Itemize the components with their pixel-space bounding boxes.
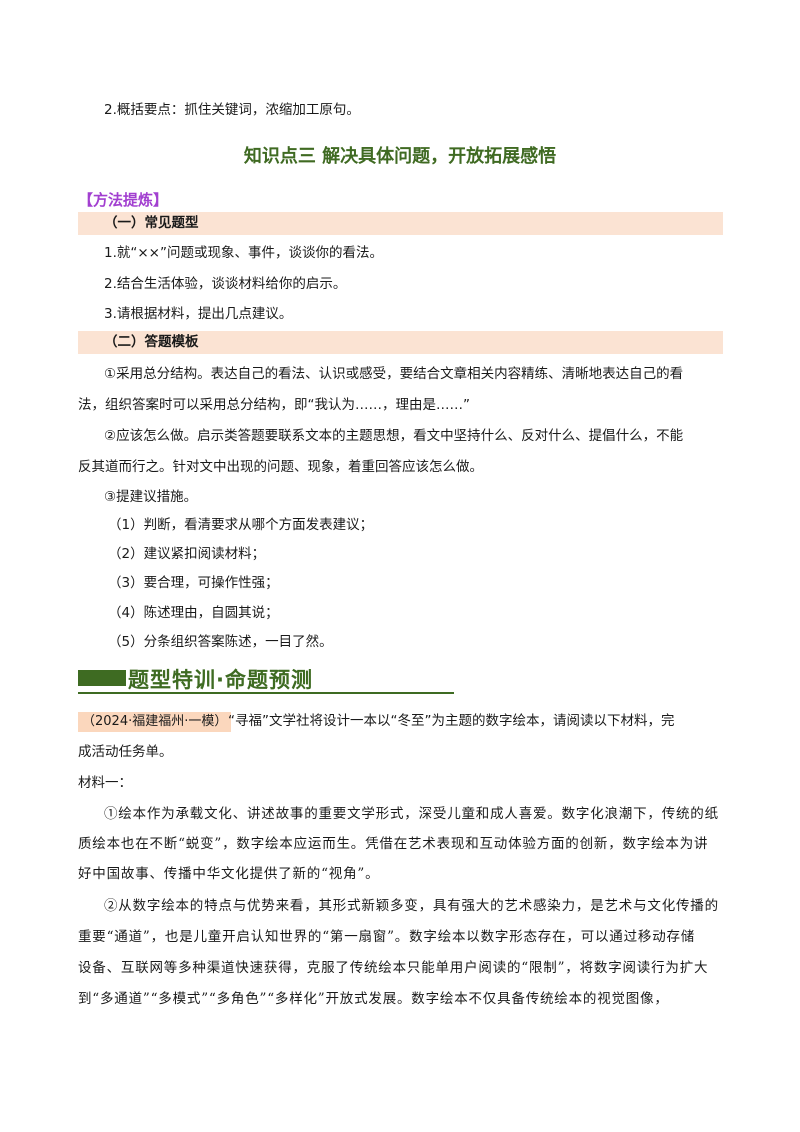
common-type-item: 3.请根据材料，提出几点建议。 bbox=[104, 306, 293, 322]
template-step: （3）要合理，可操作性强； bbox=[108, 575, 279, 591]
previous-point-text: 2.概括要点：抓住关键词，浓缩加工原句。 bbox=[104, 102, 360, 118]
common-types-band bbox=[78, 212, 723, 235]
material-line: 好中国故事、传播中华文化提供了新的“视角”。 bbox=[78, 866, 380, 882]
material-line: ②从数字绘本的特点与优势来看，其形式新颖多变，具有强大的艺术感染力，是艺术与文化… bbox=[104, 898, 719, 914]
material-line: 重要“通道”，也是儿童开启认知世界的“第一扇窗”。数字绘本以数字形态存在，可以通… bbox=[78, 929, 696, 945]
common-type-item: 2.结合生活体验，谈谈材料给你的启示。 bbox=[104, 276, 347, 292]
material-line: ①绘本作为承载文化、讲述故事的重要文学形式，深受儿童和成人喜爱。数字化浪潮下，传… bbox=[104, 806, 719, 822]
question-source-tag: （2024·福建福州·一模） bbox=[78, 712, 232, 732]
template-step: （2）建议紧扣阅读材料； bbox=[108, 546, 266, 562]
template-step: （1）判断，看清要求从哪个方面发表建议； bbox=[108, 517, 374, 533]
template-step: （5）分条组织答案陈述，一目了然。 bbox=[108, 634, 333, 650]
template-line: 反其道而行之。针对文中出现的问题、现象，着重回答应该怎么做。 bbox=[78, 459, 483, 475]
template-line: 法，组织答案时可以采用总分结构，即“我认为……，理由是……” bbox=[78, 397, 470, 413]
template-band bbox=[78, 331, 723, 354]
material-line: 设备、互联网等多种渠道快速获得，克服了传统绘本只能单用户阅读的“限制”，将数字阅… bbox=[78, 960, 709, 976]
common-types-heading: （一）常见题型 bbox=[104, 215, 199, 231]
question-intro: “寻福”文学社将设计一本以“冬至”为主题的数字绘本，请阅读以下材料，完 bbox=[228, 713, 675, 729]
question-intro-continued: 成活动任务单。 bbox=[78, 744, 173, 760]
template-line: ①采用总分结构。表达自己的看法、认识或感受，要结合文章相关内容精练、清晰地表达自… bbox=[104, 366, 684, 382]
template-line: ②应该怎么做。启示类答题要联系文本的主题思想，看文中坚持什么、反对什么、提倡什么… bbox=[104, 428, 684, 444]
section-title: 题型特训·命题预测 bbox=[128, 668, 313, 692]
knowledge-point-title: 知识点三 解决具体问题，开放拓展感悟 bbox=[243, 146, 557, 167]
section-marker-bar bbox=[78, 670, 126, 686]
template-line: ③提建议措施。 bbox=[104, 489, 198, 505]
material-label: 材料一： bbox=[78, 775, 132, 791]
template-heading: （二）答题模板 bbox=[104, 334, 199, 350]
section-underline bbox=[78, 692, 454, 694]
material-line: 质绘本也在不断“蜕变”，数字绘本应运而生。凭借在艺术表现和互动体验方面的创新，数… bbox=[78, 836, 709, 852]
common-type-item: 1.就“××”问题或现象、事件，谈谈你的看法。 bbox=[104, 245, 383, 261]
template-step: （4）陈述理由，自圆其说； bbox=[108, 605, 279, 621]
material-line: 到“多通道”“多模式”“多角色”“多样化”开放式发展。数字绘本不仅具备传统绘本的… bbox=[78, 991, 669, 1007]
method-label: 【方法提炼】 bbox=[78, 191, 169, 209]
